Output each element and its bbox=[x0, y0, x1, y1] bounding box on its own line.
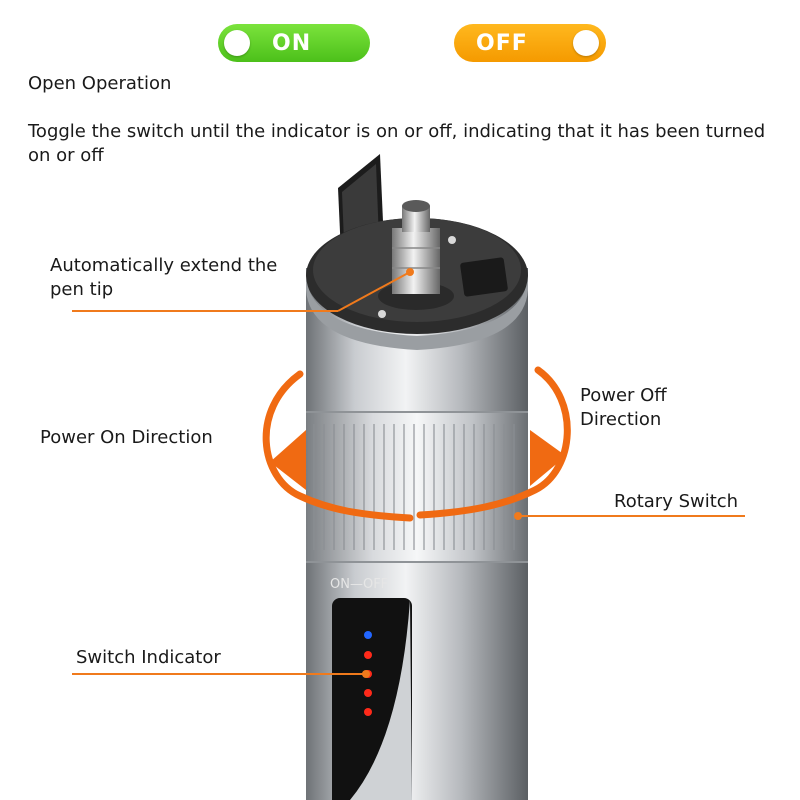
on-toggle-label: ON bbox=[272, 30, 312, 56]
instruction-text: Toggle the switch until the indicator is… bbox=[28, 121, 766, 166]
pen-tip-label: Automatically extend the pen tip bbox=[50, 255, 278, 300]
off-toggle-label: OFF bbox=[476, 30, 528, 56]
power-on-direction-label: Power On Direction bbox=[40, 427, 213, 448]
section-heading: Open Operation bbox=[28, 73, 172, 94]
rotary-switch-label: Rotary Switch bbox=[614, 491, 739, 512]
power-on-arrowhead-icon bbox=[270, 430, 306, 490]
power-off-direction-label: Power Off Direction bbox=[580, 385, 667, 430]
led-red bbox=[364, 651, 372, 659]
power-off-arrow bbox=[416, 366, 571, 519]
on-toggle-badge: ON bbox=[218, 24, 370, 62]
pen-tip bbox=[378, 200, 454, 310]
led-blue bbox=[364, 631, 372, 639]
led-red bbox=[364, 689, 372, 697]
off-toggle-knob bbox=[573, 30, 599, 56]
callout-lines bbox=[72, 268, 745, 678]
power-off-arrowhead-icon bbox=[530, 430, 566, 486]
off-toggle-badge: OFF bbox=[454, 24, 606, 62]
rotation-arrows bbox=[262, 366, 571, 522]
switch-indicator-label: Switch Indicator bbox=[76, 647, 221, 668]
power-on-arrow bbox=[262, 370, 414, 522]
indicator-window: ON—OFF bbox=[330, 577, 412, 800]
rotary-ring bbox=[306, 411, 528, 563]
switch-marking-text: ON—OFF bbox=[330, 577, 388, 592]
on-toggle-knob bbox=[224, 30, 250, 56]
led-red bbox=[364, 708, 372, 716]
